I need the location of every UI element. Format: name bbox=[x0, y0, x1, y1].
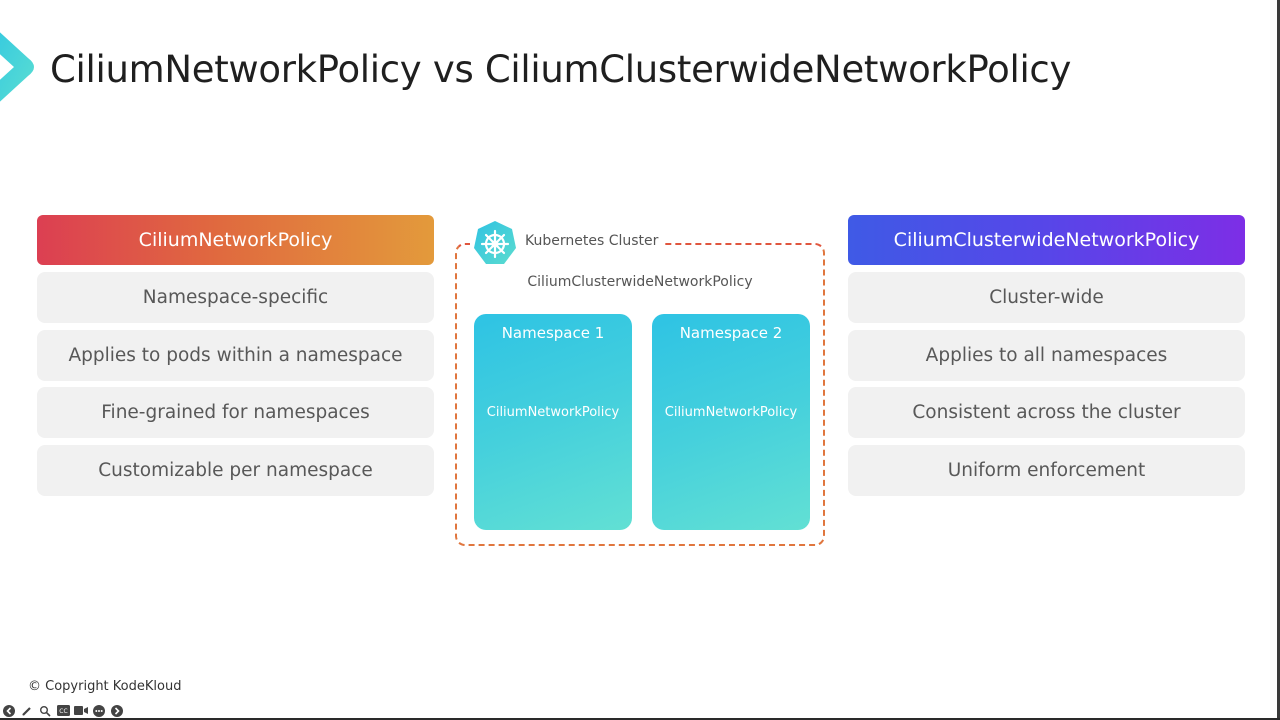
pen-button[interactable] bbox=[20, 704, 34, 717]
cilium-clusterwide-policy-header: CiliumClusterwideNetworkPolicy bbox=[848, 215, 1245, 265]
cluster-policy-label: CiliumClusterwideNetworkPolicy bbox=[527, 274, 753, 290]
captions-button[interactable]: CC bbox=[56, 704, 70, 717]
list-item: Consistent across the cluster bbox=[848, 387, 1245, 438]
namespace-2-box: Namespace 2 CiliumNetworkPolicy bbox=[652, 314, 810, 530]
zoom-button[interactable] bbox=[38, 704, 52, 717]
list-item: Fine-grained for namespaces bbox=[37, 387, 434, 438]
ellipsis-circle-icon bbox=[93, 704, 105, 717]
namespace-policy-label: CiliumNetworkPolicy bbox=[486, 405, 620, 420]
cilium-network-policy-column: CiliumNetworkPolicy Namespace-specific A… bbox=[37, 215, 434, 502]
list-item: Customizable per namespace bbox=[37, 444, 434, 496]
svg-text:CC: CC bbox=[59, 708, 67, 715]
copyright-text: © Copyright KodeKloud bbox=[28, 679, 182, 694]
list-item: Cluster-wide bbox=[848, 272, 1245, 323]
kubernetes-helm-icon bbox=[474, 221, 516, 264]
cc-icon: CC bbox=[56, 705, 70, 716]
player-controls: CC bbox=[2, 704, 124, 717]
window-edge-bottom bbox=[0, 718, 1280, 720]
list-item: Applies to pods within a namespace bbox=[37, 329, 434, 381]
namespace-title: Namespace 1 bbox=[501, 324, 605, 342]
namespace-title: Namespace 2 bbox=[679, 324, 783, 342]
arrow-right-circle-icon bbox=[111, 704, 123, 717]
namespace-policy-label: CiliumNetworkPolicy bbox=[664, 405, 798, 420]
kubernetes-cluster-label: Kubernetes Cluster bbox=[525, 233, 659, 249]
arrow-left-circle-icon bbox=[3, 704, 15, 717]
cilium-network-policy-header: CiliumNetworkPolicy bbox=[37, 215, 434, 265]
video-button[interactable] bbox=[74, 704, 88, 717]
list-item: Applies to all namespaces bbox=[848, 329, 1245, 381]
camera-icon bbox=[74, 706, 88, 715]
pencil-icon bbox=[22, 706, 31, 716]
kodekloud-logo-icon bbox=[0, 32, 34, 102]
window-edge bbox=[1277, 0, 1280, 720]
list-item: Uniform enforcement bbox=[848, 444, 1245, 496]
more-button[interactable] bbox=[92, 704, 106, 717]
list-item: Namespace-specific bbox=[37, 272, 434, 323]
previous-button[interactable] bbox=[2, 704, 16, 717]
next-button[interactable] bbox=[110, 704, 124, 717]
namespace-1-box: Namespace 1 CiliumNetworkPolicy bbox=[474, 314, 632, 530]
cluster-label-background bbox=[470, 232, 662, 254]
cilium-clusterwide-policy-column: CiliumClusterwideNetworkPolicy Cluster-w… bbox=[848, 215, 1245, 502]
slide-title: CiliumNetworkPolicy vs CiliumClusterwide… bbox=[50, 48, 1072, 91]
magnifier-icon bbox=[40, 705, 51, 717]
